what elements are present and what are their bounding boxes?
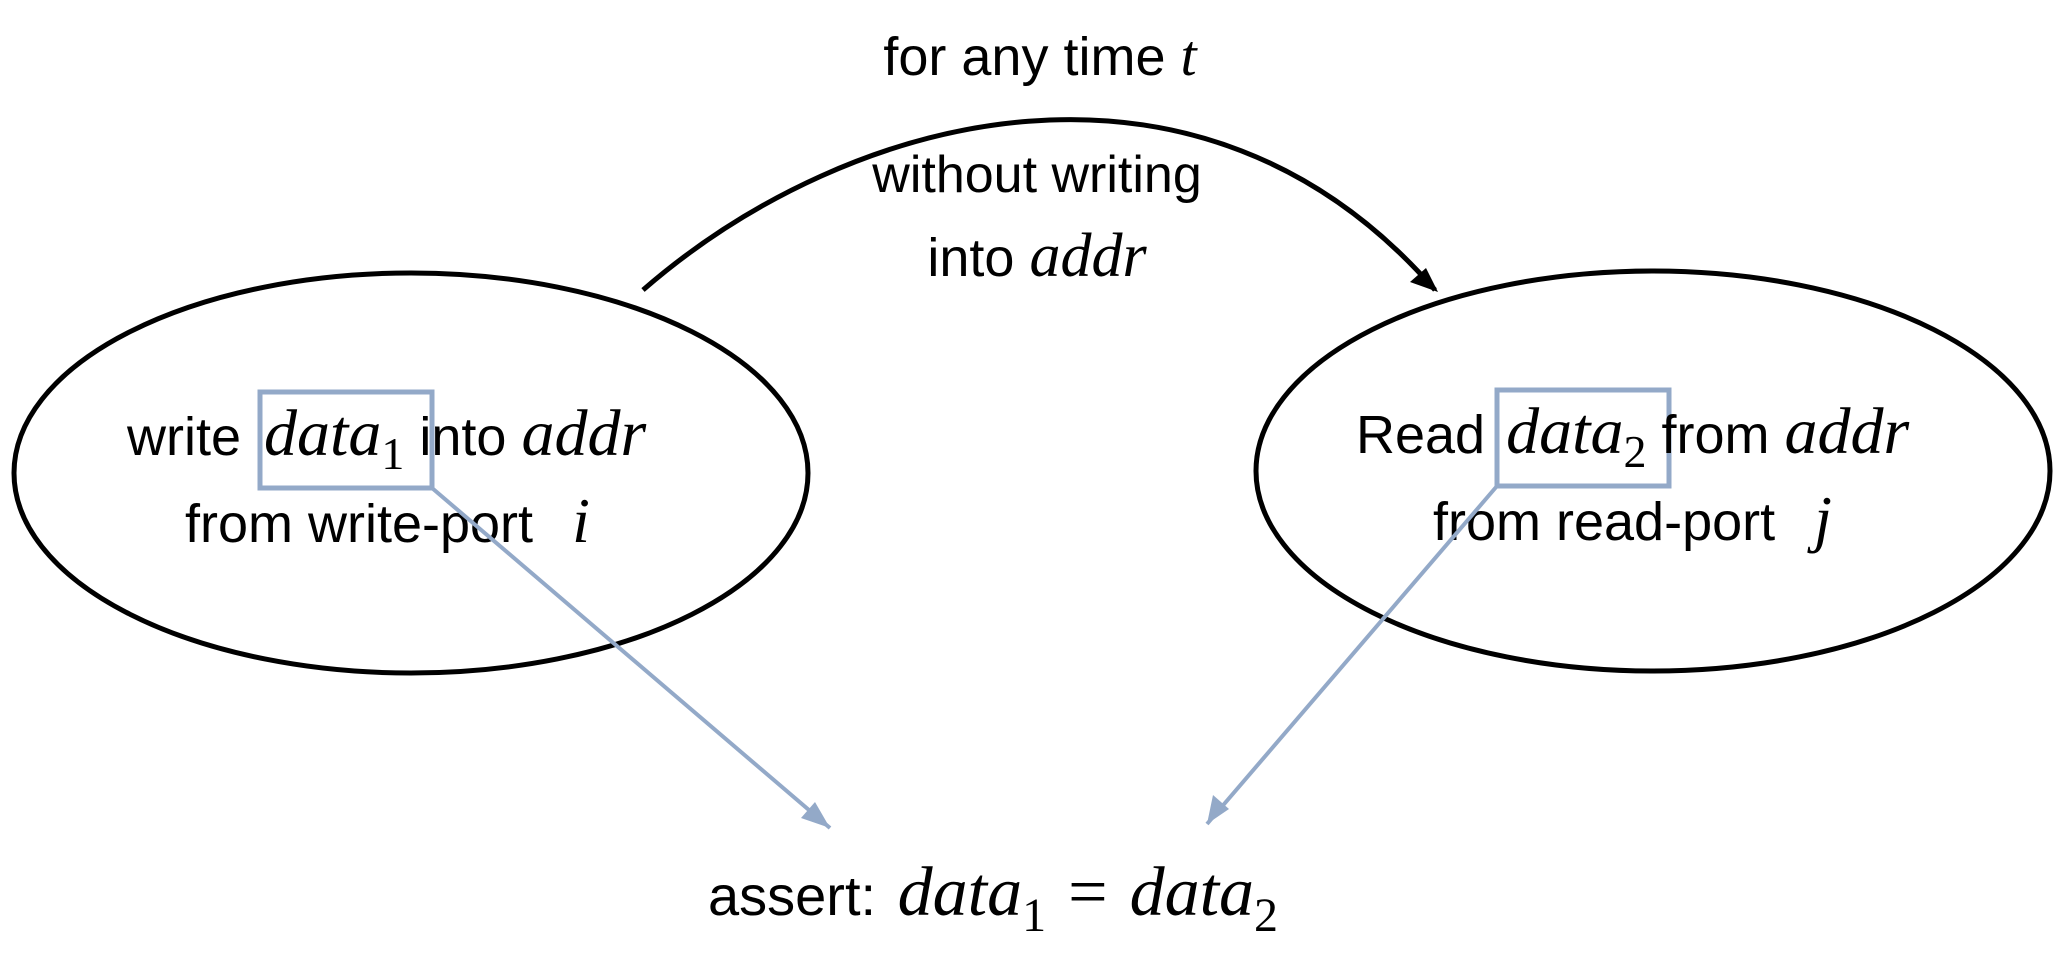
write-data-highlight-box bbox=[257, 389, 435, 491]
temporal-arrow-head bbox=[1410, 268, 1438, 292]
arrow-label-for-any-time: for any time t bbox=[883, 23, 1198, 88]
read-to-assert-arrow-head bbox=[1207, 795, 1229, 824]
arrow-condition-line1: without writing bbox=[871, 146, 1201, 204]
assertion-statement: assert: data1=data2 bbox=[708, 854, 1278, 942]
read-node-line1: Read data2 from addr bbox=[1356, 395, 1909, 477]
temporal-arrow bbox=[641, 117, 1437, 292]
arrow-condition-line2: into addr bbox=[927, 222, 1147, 290]
read-to-assert-arrow bbox=[1205, 484, 1499, 826]
read-node-line2: from read-port j bbox=[1433, 483, 1832, 554]
write-node-line1: write data1 into addr bbox=[126, 397, 646, 479]
write-event-node bbox=[11, 270, 811, 676]
write-node-line2: from write-port i bbox=[185, 485, 590, 556]
write-to-assert-arrow-head bbox=[801, 802, 830, 828]
read-data-highlight-box bbox=[1494, 387, 1672, 489]
write-to-assert-arrow bbox=[430, 486, 832, 830]
read-event-node bbox=[1253, 268, 2053, 674]
